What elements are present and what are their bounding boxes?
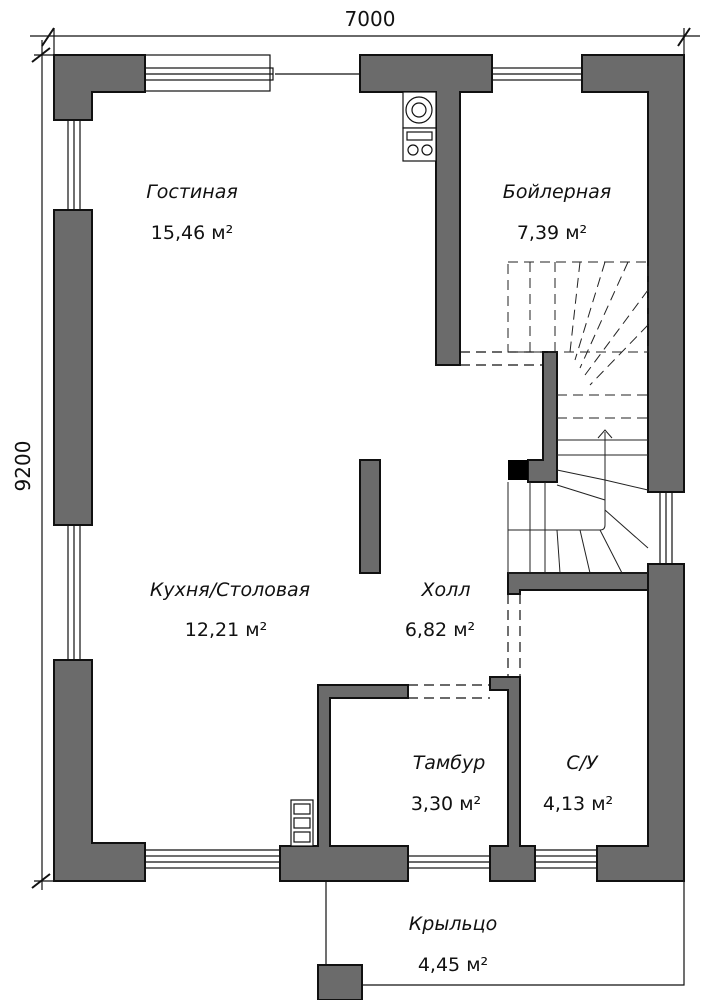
room-bathroom: С/У 4,13 м² bbox=[543, 752, 613, 815]
room-name: Холл bbox=[421, 579, 471, 601]
room-name: Гостиная bbox=[146, 181, 238, 203]
interior-walls bbox=[359, 351, 649, 595]
staircase bbox=[507, 261, 649, 574]
room-vestibule: Тамбур 3,30 м² bbox=[411, 752, 485, 815]
room-name: Бойлерная bbox=[503, 181, 611, 203]
room-boiler: Бойлерная 7,39 м² bbox=[503, 181, 611, 244]
room-area: 15,46 м² bbox=[151, 222, 233, 244]
room-area: 4,13 м² bbox=[543, 793, 613, 815]
stair-arrow-icon bbox=[597, 429, 613, 440]
room-porch: Крыльцо 4,45 м² bbox=[409, 913, 497, 976]
room-area: 6,82 м² bbox=[405, 619, 475, 641]
dimension-width-label: 7000 bbox=[345, 7, 396, 31]
exterior-walls bbox=[53, 54, 685, 882]
room-area: 7,39 м² bbox=[517, 222, 587, 244]
porch bbox=[317, 881, 685, 1000]
room-kitchen: Кухня/Столовая 12,21 м² bbox=[150, 579, 310, 641]
windows bbox=[67, 54, 673, 869]
room-hall: Холл 6,82 м² bbox=[405, 579, 475, 641]
dimension-top: 7000 bbox=[30, 7, 700, 56]
room-name: С/У bbox=[566, 752, 599, 774]
stove-icon bbox=[290, 799, 314, 847]
dimension-height-label: 9200 bbox=[11, 441, 35, 492]
door-openings bbox=[408, 351, 543, 699]
room-area: 4,45 м² bbox=[418, 954, 488, 976]
room-name: Тамбур bbox=[413, 752, 486, 774]
room-name: Кухня/Столовая bbox=[150, 579, 310, 601]
room-living: Гостиная 15,46 м² bbox=[146, 181, 238, 244]
boiler-icon bbox=[402, 91, 437, 162]
room-area: 3,30 м² bbox=[411, 793, 481, 815]
room-area: 12,21 м² bbox=[185, 619, 267, 641]
dimension-left: 9200 bbox=[11, 40, 60, 890]
room-name: Крыльцо bbox=[409, 913, 497, 935]
